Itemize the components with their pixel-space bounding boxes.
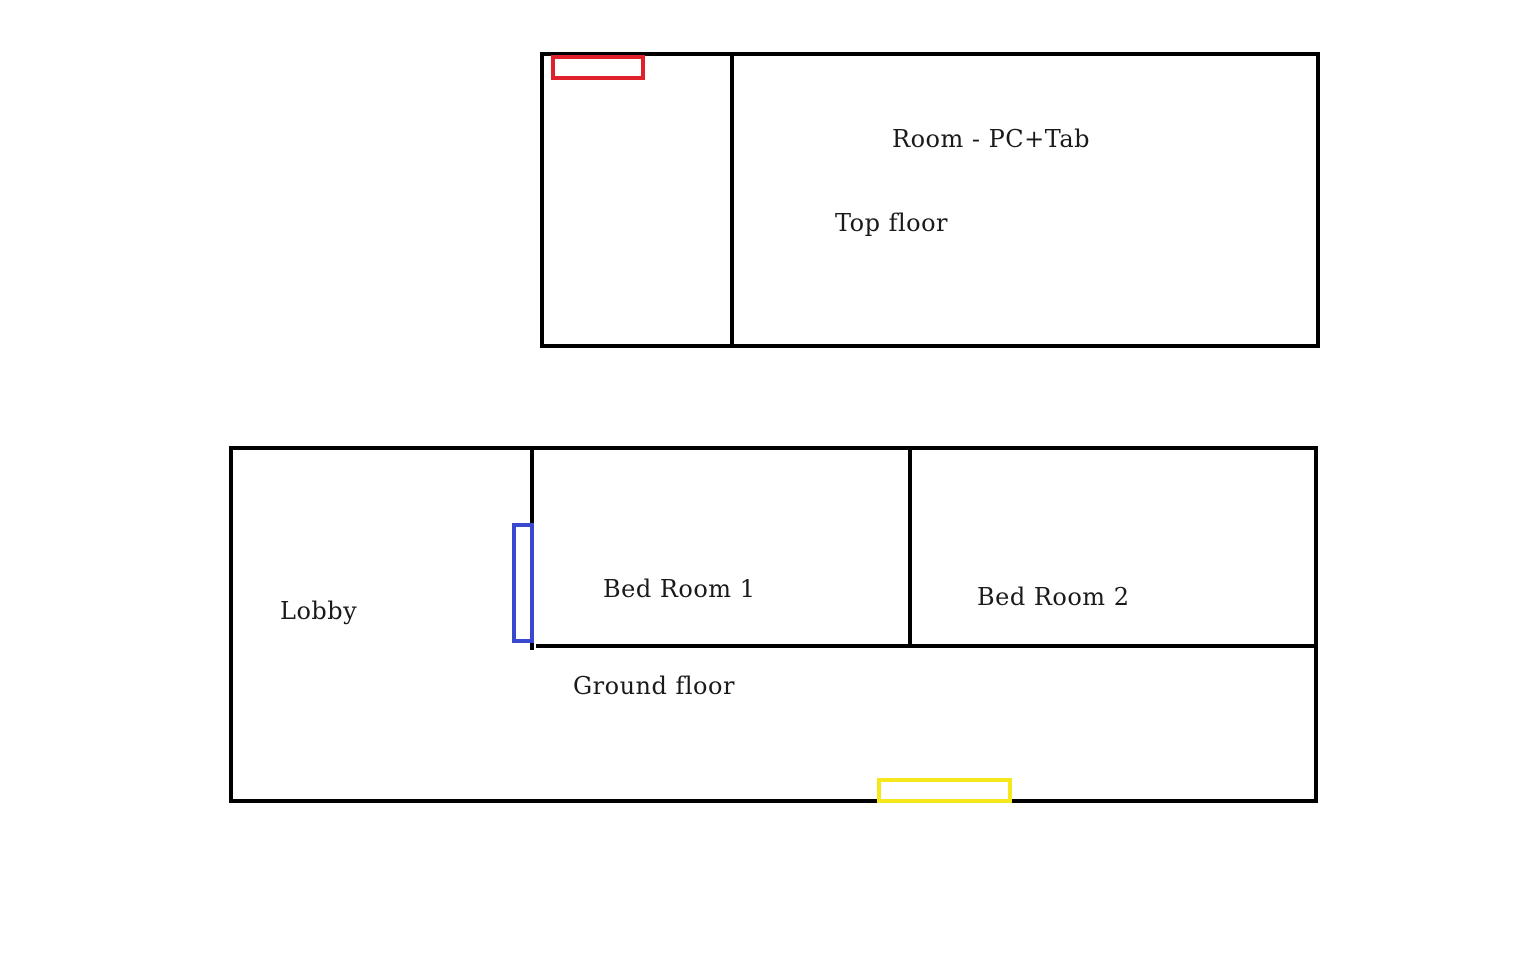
top-floor: Room - PC+Tab Top floor <box>540 52 1320 348</box>
ground-floor-label: Ground floor <box>573 672 735 700</box>
red-marker <box>551 55 645 80</box>
top-floor-label: Top floor <box>835 209 948 237</box>
ground-floor-outline <box>229 446 1318 803</box>
top-floor-outline <box>540 52 1320 348</box>
room-pc-tab-label: Room - PC+Tab <box>892 125 1090 153</box>
bedroom-1-label: Bed Room 1 <box>603 575 755 603</box>
yellow-marker <box>877 778 1012 803</box>
blue-marker <box>512 523 534 643</box>
ground-floor: Lobby Bed Room 1 Bed Room 2 Ground floor <box>229 446 1318 803</box>
lobby-label: Lobby <box>280 597 357 625</box>
bedroom-2-label: Bed Room 2 <box>977 583 1129 611</box>
